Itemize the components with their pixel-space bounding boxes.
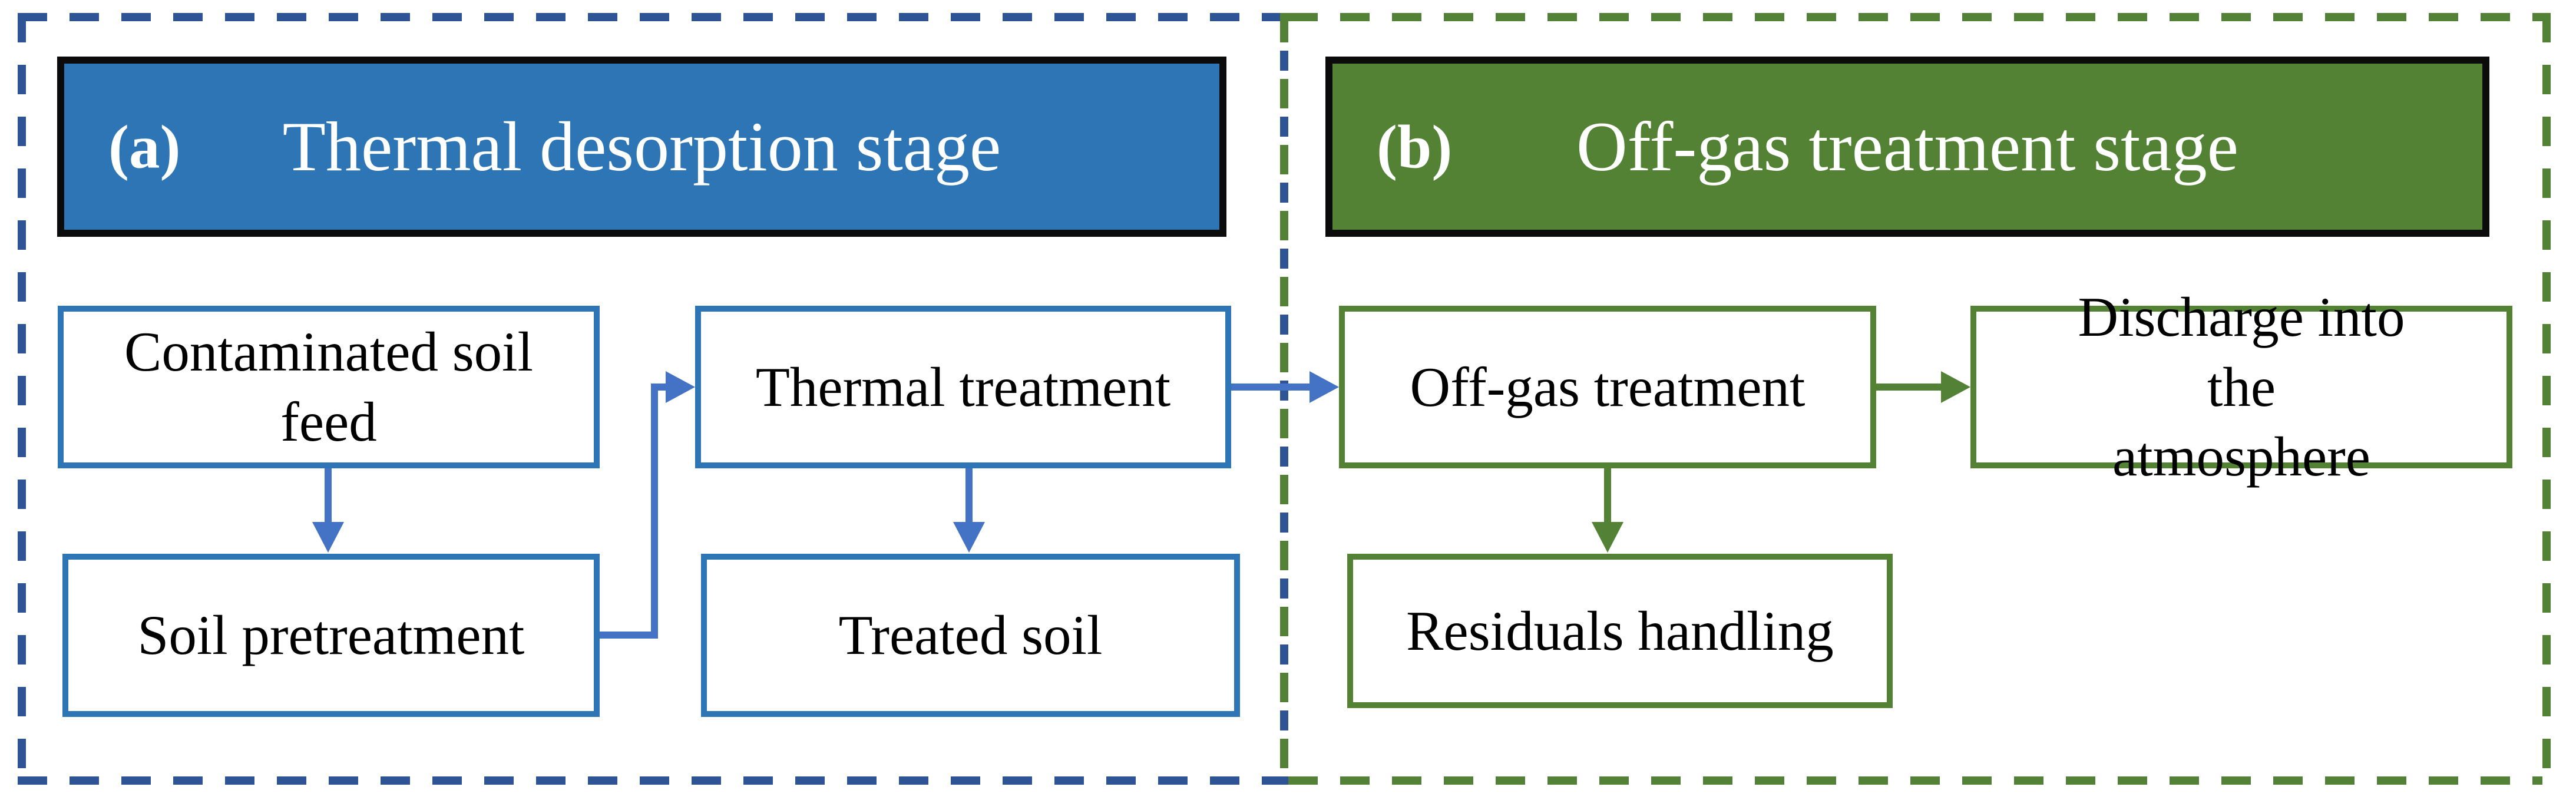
stage-a-dashed-border-left [18,13,26,785]
node-off-gas-treatment: Off-gas treatment [1339,306,1876,468]
stage-a-title: Thermal desorption stage [282,107,1001,186]
node-discharge-into-atmosphere-label: Discharge into the atmosphere [2078,285,2405,488]
arrow-line [600,632,658,639]
stage-b-dashed-border-bottom [1288,776,2542,785]
stage-b-dashed-border-right [2542,13,2551,785]
node-thermal-treatment: Thermal treatment [695,306,1231,468]
arrow-line [651,384,658,639]
arrowhead-right-icon [1310,371,1339,403]
node-treated-soil: Treated soil [701,554,1240,717]
stage-b-title: Off-gas treatment stage [1576,107,2238,186]
stage-divider-dashed-border [1280,13,1288,785]
arrowhead-down-icon [1592,522,1623,553]
node-off-gas-treatment-label: Off-gas treatment [1410,355,1805,418]
node-soil-pretreatment: Soil pretreatment [62,554,600,717]
node-contaminated-soil-feed-label: Contaminated soil feed [124,320,533,453]
node-soil-pretreatment-label: Soil pretreatment [137,604,525,667]
arrow-line [1876,384,1945,391]
arrow-line [1231,384,1314,391]
node-treated-soil-label: Treated soil [838,604,1103,667]
stage-a-header: (a) Thermal desorption stage [57,57,1226,237]
node-discharge-into-atmosphere: Discharge into the atmosphere [1970,286,2512,488]
arrow-line [965,468,973,523]
arrow-line [325,468,332,524]
arrowhead-right-icon [666,371,695,403]
arrow-line [1604,468,1611,523]
stage-b-tag: (b) [1377,112,1453,181]
stage-b-header: (b) Off-gas treatment stage [1325,57,2489,237]
stage-a-dashed-border-top [18,13,1280,21]
arrowhead-down-icon [953,522,985,553]
node-thermal-treatment-label: Thermal treatment [755,355,1171,418]
node-contaminated-soil-feed: Contaminated soil feed [58,306,600,468]
stage-a-tag: (a) [108,112,181,181]
arrowhead-right-icon [1941,371,1970,403]
node-residuals-handling-label: Residuals handling [1406,599,1834,662]
arrowhead-down-icon [312,522,344,553]
node-residuals-handling: Residuals handling [1347,554,1893,708]
stage-b-dashed-border-top [1288,13,2542,21]
stage-a-dashed-border-bottom [18,776,1280,785]
